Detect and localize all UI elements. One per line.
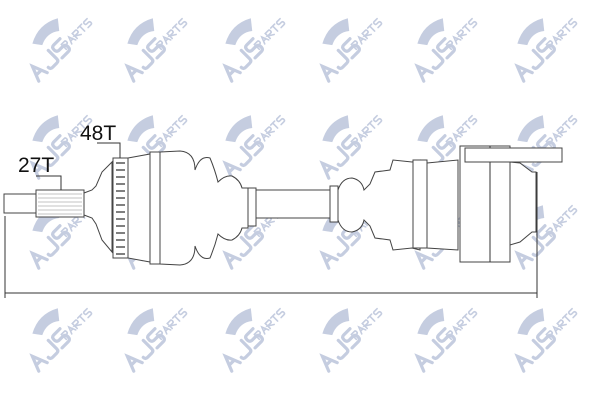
ajs-parts-watermark	[29, 114, 93, 180]
abs-ring	[112, 157, 129, 259]
label-48t-text: 48T	[80, 122, 116, 145]
ajs-parts-watermark	[222, 114, 286, 180]
inner-cv-cone	[509, 161, 537, 246]
ajs-parts-watermark	[514, 114, 578, 180]
flange-tab	[464, 147, 563, 163]
ajs-parts-watermark	[514, 307, 578, 373]
ajs-parts-watermark	[124, 17, 188, 83]
ajs-parts-watermark	[29, 17, 93, 83]
inner-boot	[337, 159, 421, 251]
ajs-parts-watermark	[29, 307, 93, 373]
ajs-parts-watermark	[222, 17, 286, 83]
label-48t: 48T	[80, 122, 121, 158]
label-27t-text: 27T	[18, 154, 54, 177]
abs-ring-teeth	[116, 162, 125, 255]
ajs-parts-watermark	[319, 17, 383, 83]
ajs-parts-watermark	[414, 17, 478, 83]
inner-cv-neck	[426, 159, 459, 251]
ajs-parts-watermark	[414, 307, 478, 373]
outer-cv-housing	[127, 153, 151, 263]
shaft-collar-right	[329, 185, 339, 223]
boot-clamp	[149, 151, 161, 265]
spline-lines	[38, 193, 82, 215]
label-27t: 27T	[18, 154, 62, 190]
dimension-line	[4, 172, 538, 298]
outer-boot	[159, 150, 249, 266]
inner-boot-clamp	[412, 159, 428, 249]
drive-shaft	[3, 145, 563, 266]
ajs-parts-watermark	[124, 307, 188, 373]
shaft-collar-left	[247, 187, 257, 227]
outer-cv-cone	[83, 160, 113, 254]
ajs-parts-watermark	[222, 307, 286, 373]
stub-end	[3, 193, 37, 214]
inner-cv-housing	[459, 145, 511, 263]
ajs-parts-watermark	[319, 307, 383, 373]
splined-section	[35, 189, 85, 218]
ajs-parts-watermark	[319, 114, 383, 180]
ajs-parts-watermark	[514, 17, 578, 83]
